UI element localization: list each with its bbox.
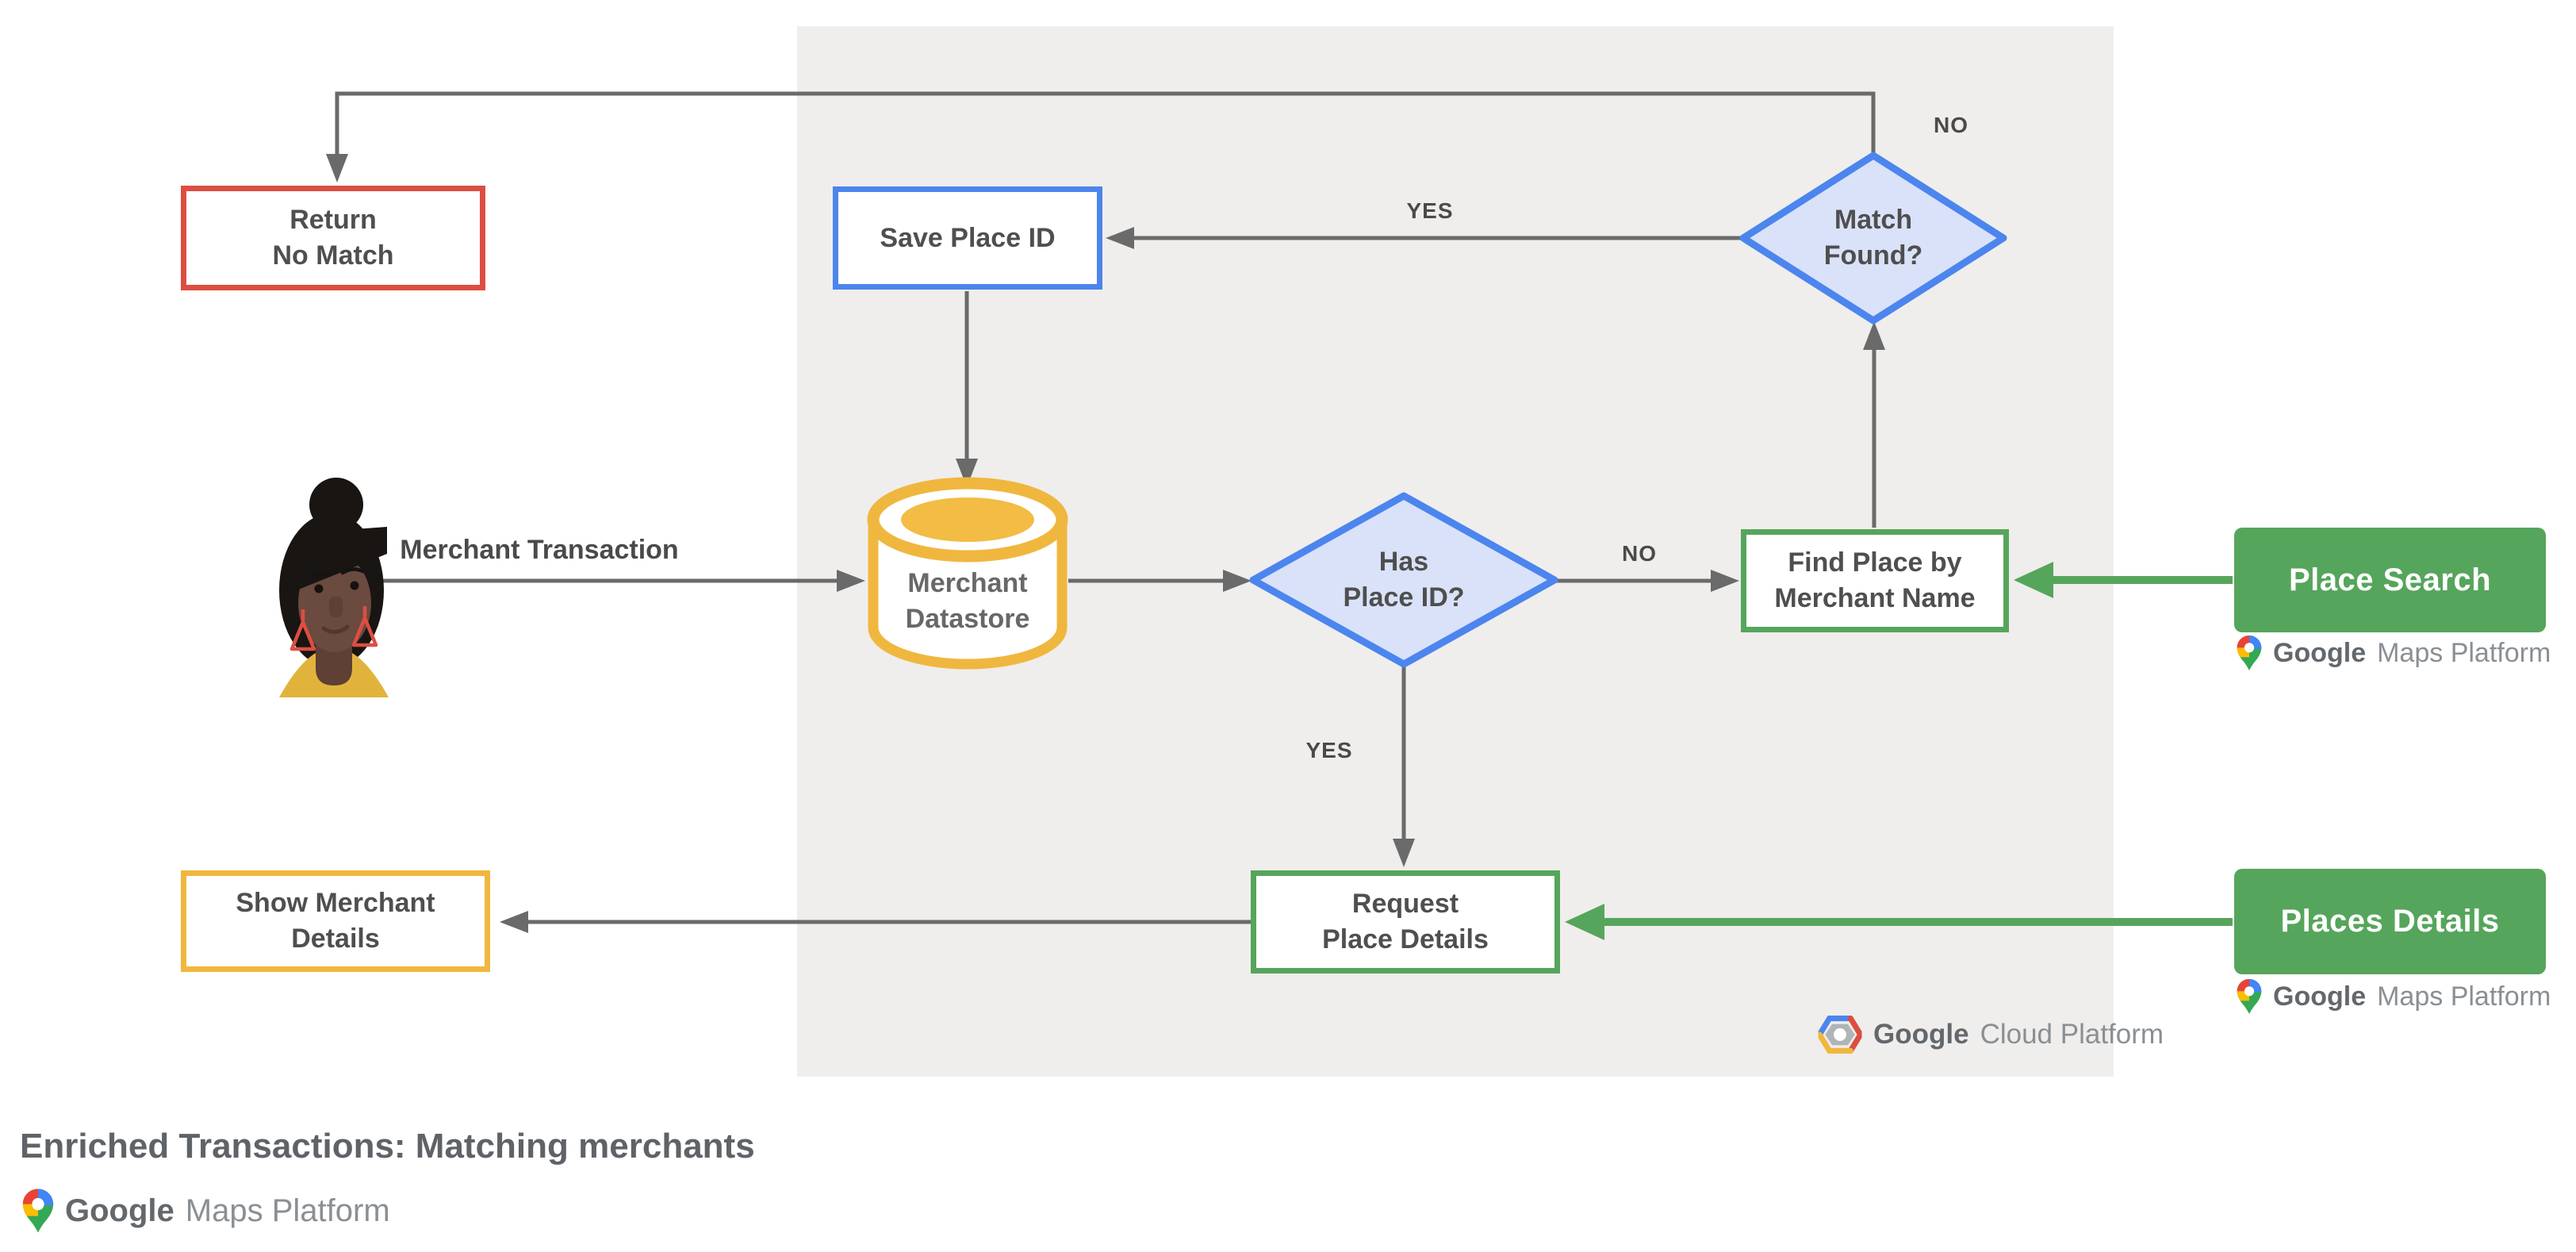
arrow-find-place-to-match-found <box>1863 321 1885 528</box>
node-save-place-id: Save Place ID <box>833 186 1102 290</box>
gmp-logo-place-search: Google Maps Platform <box>2237 635 2551 671</box>
arrow-request-details-to-show-merchant <box>500 911 1251 933</box>
arrow-places-details-to-request-details <box>1565 904 2233 940</box>
arrow-no-has-place-id-to-find-place <box>1554 570 1739 592</box>
arrow-no-match-found-to-return <box>326 91 1876 182</box>
api-box-places-details: Places Details <box>2234 869 2546 974</box>
logo-product-text: Maps Platform <box>2377 637 2551 668</box>
node-find-place-by-merchant-name: Find Place by Merchant Name <box>1741 529 2009 632</box>
logo-product-text: Maps Platform <box>185 1192 390 1228</box>
arrow-yes-has-place-id-to-request-details <box>1393 664 1415 867</box>
has-place-id-label: Has Place ID? <box>1343 547 1465 613</box>
gmp-logo-footer: Google Maps Platform <box>22 1188 390 1234</box>
node-match-found-decision: Match Found? <box>1737 149 2010 327</box>
match-found-label: Match Found? <box>1823 205 1923 271</box>
diagram-title: Enriched Transactions: Matching merchant… <box>20 1127 755 1166</box>
merchant-transaction-label: Merchant Transaction <box>400 535 679 565</box>
gmp-logo-places-details: Google Maps Platform <box>2237 978 2551 1015</box>
arrow-save-place-id-to-datastore <box>956 291 978 487</box>
node-has-place-id-decision: Has Place ID? <box>1247 490 1561 670</box>
no-label-has-place-id: NO <box>1622 541 1657 566</box>
merchant-datastore-cylinder <box>867 477 1068 670</box>
arrow-yes-match-found-to-save-place-id <box>1106 227 1742 249</box>
api-box-place-search: Place Search <box>2234 528 2546 632</box>
maps-pin-icon <box>2237 978 2262 1015</box>
yes-label-match-found: YES <box>1406 198 1454 223</box>
diamond-shape <box>1249 492 1558 668</box>
arrow-merchant-to-datastore <box>371 570 865 592</box>
logo-google-text: Google <box>2273 981 2367 1012</box>
node-return-no-match: Return No Match <box>181 186 485 290</box>
arrow-place-search-to-find-place <box>2014 562 2233 598</box>
node-show-merchant-details: Show Merchant Details <box>181 870 490 972</box>
yes-label-has-place-id: YES <box>1305 738 1353 762</box>
logo-google-text: Google <box>2273 637 2367 668</box>
diamond-shape <box>1739 152 2007 325</box>
no-label-match-found: NO <box>1934 113 1968 137</box>
node-request-place-details: Request Place Details <box>1251 870 1560 974</box>
gcp-logo: Google Cloud Platform <box>1818 1016 2164 1054</box>
merchant-datastore-label: Merchant Datastore <box>905 568 1030 634</box>
logo-google-text: Google <box>65 1192 174 1228</box>
arrow-datastore-to-has-place-id <box>1068 570 1252 592</box>
maps-pin-icon <box>2237 635 2262 671</box>
logo-product-text: Cloud Platform <box>1980 1019 2164 1050</box>
logo-google-text: Google <box>1873 1019 1969 1050</box>
maps-pin-icon <box>22 1188 54 1234</box>
logo-product-text: Maps Platform <box>2377 981 2551 1012</box>
cloud-hexagon-icon <box>1818 1016 1862 1054</box>
customer-avatar <box>279 478 389 697</box>
